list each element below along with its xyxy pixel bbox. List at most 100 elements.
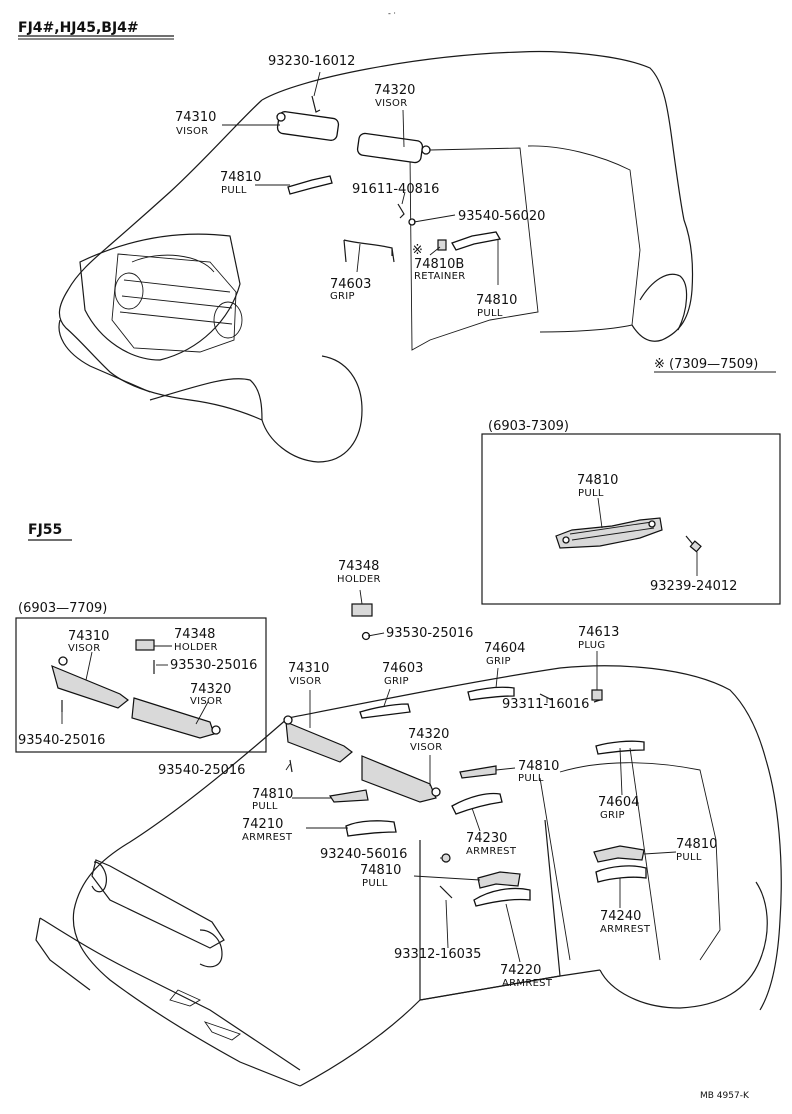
label-74810-a: 74810 bbox=[220, 170, 261, 185]
top-section-header: FJ4#,HJ45,BJ4# bbox=[18, 20, 139, 36]
screw-93230-16012 bbox=[311, 95, 321, 113]
top-leaders bbox=[222, 71, 499, 285]
label-74810-d-pull: PULL bbox=[362, 878, 388, 889]
box-visor-range: (6903—7709) bbox=[18, 601, 107, 616]
label-91611-40816: 91611-40816 bbox=[352, 182, 439, 197]
label-74220-armrest: ARMREST bbox=[502, 978, 553, 989]
label-inset-74348-holder: HOLDER bbox=[174, 642, 218, 653]
label-74604-b-grip: GRIP bbox=[600, 810, 625, 821]
armrest-74230 bbox=[451, 792, 503, 815]
label-74310-visor: VISOR bbox=[176, 126, 208, 137]
visor-74310-inset bbox=[51, 664, 129, 709]
label-74810-a: 74810 bbox=[518, 759, 559, 774]
pull-74810-top bbox=[287, 175, 333, 195]
bottom-section-header: FJ55 bbox=[28, 522, 62, 538]
label-74810-b-pull: PULL bbox=[477, 308, 503, 319]
label-74810-a-pull: PULL bbox=[221, 185, 247, 196]
top-corner-mark: - · bbox=[388, 9, 396, 18]
label-74613: 74613 bbox=[578, 625, 619, 640]
pull-inset-frame bbox=[481, 433, 781, 605]
label-93540-56020: 93540-56020 bbox=[458, 209, 545, 224]
top-parts bbox=[276, 95, 502, 263]
label-74240-armrest: ARMREST bbox=[600, 924, 651, 935]
label-74810B-retainer: RETAINER bbox=[414, 271, 466, 282]
pull-74810-right bbox=[593, 845, 645, 863]
bottom-leaders bbox=[285, 589, 677, 963]
grip-74604-right bbox=[595, 740, 645, 755]
holder-74348 bbox=[351, 603, 373, 617]
visor-74320 bbox=[361, 755, 437, 803]
pull-inset-box: (6903-7309) 74810 PULL 93239-24012 bbox=[481, 419, 781, 605]
label-93530-25016: 93530-25016 bbox=[386, 626, 473, 641]
pull-74810-lower bbox=[477, 871, 521, 889]
bolt-91611-40816 bbox=[397, 203, 405, 219]
top-labels: 93230-16012 74320 VISOR 74310 VISOR 7481… bbox=[175, 54, 545, 319]
label-74210: 74210 bbox=[242, 817, 283, 832]
visor-74310 bbox=[285, 721, 353, 763]
footer-code: MB 4957-K bbox=[700, 1091, 750, 1101]
label-inset-74320: 74320 bbox=[190, 682, 231, 697]
label-asterisk: ※ bbox=[412, 243, 423, 258]
label-74320-visor: VISOR bbox=[375, 98, 407, 109]
label-inset-93530-25016: 93530-25016 bbox=[170, 658, 257, 673]
label-93230-16012: 93230-16012 bbox=[268, 54, 355, 69]
label-inset-74310: 74310 bbox=[68, 629, 109, 644]
label-74310-visor: VISOR bbox=[289, 676, 321, 687]
label-74603: 74603 bbox=[382, 661, 423, 676]
label-inset-74310-visor: VISOR bbox=[68, 643, 100, 654]
range-note-7309-7509: ※ (7309—7509) bbox=[654, 357, 758, 372]
pull-74810-inset bbox=[555, 517, 663, 549]
label-93540-25016: 93540-25016 bbox=[158, 763, 245, 778]
label-74230: 74230 bbox=[466, 831, 507, 846]
label-74810-c: 74810 bbox=[676, 837, 717, 852]
bolt-93240-56016 bbox=[441, 853, 451, 863]
pull-74810-top-right bbox=[451, 231, 502, 251]
label-box-74810-pull: PULL bbox=[578, 488, 604, 499]
label-74320: 74320 bbox=[374, 83, 415, 98]
label-74810-c-pull: PULL bbox=[676, 852, 702, 863]
label-74240: 74240 bbox=[600, 909, 641, 924]
visor-74310-top bbox=[276, 111, 340, 141]
bottom-vehicle-outline bbox=[35, 665, 782, 1087]
screw-93540-25016 bbox=[289, 759, 293, 773]
label-93240-56016: 93240-56016 bbox=[320, 847, 407, 862]
armrest-74210 bbox=[345, 820, 397, 837]
label-93312-16035: 93312-16035 bbox=[394, 947, 481, 962]
armrest-74220 bbox=[473, 887, 531, 907]
label-74810-b: 74810 bbox=[476, 293, 517, 308]
label-inset-74320-visor: VISOR bbox=[190, 696, 222, 707]
label-93239-24012: 93239-24012 bbox=[650, 579, 737, 594]
grip-74603 bbox=[359, 703, 411, 719]
label-74320: 74320 bbox=[408, 727, 449, 742]
label-inset-74348: 74348 bbox=[174, 627, 215, 642]
label-74810B: 74810B bbox=[414, 257, 464, 272]
armrest-74240 bbox=[595, 865, 647, 883]
visor-74320-top bbox=[356, 132, 424, 164]
label-74603-grip: GRIP bbox=[384, 676, 409, 687]
label-74613-plug: PLUG bbox=[578, 640, 605, 651]
screw-93312-16035 bbox=[439, 885, 453, 899]
visor-inset-box: (6903—7709) 74310 VISOR 74348 HOLDER 935… bbox=[15, 601, 267, 753]
bottom-parts bbox=[283, 603, 647, 907]
top-vehicle-outline bbox=[58, 50, 694, 463]
label-box-74810: 74810 bbox=[577, 473, 618, 488]
label-74210-armrest: ARMREST bbox=[242, 832, 293, 843]
bottom-labels: 74348 HOLDER 93530-25016 74604 GRIP 7461… bbox=[158, 559, 717, 989]
label-74810-a-pull: PULL bbox=[518, 773, 544, 784]
label-93311-16016: 93311-16016 bbox=[502, 697, 589, 712]
label-74310: 74310 bbox=[175, 110, 216, 125]
label-74310: 74310 bbox=[288, 661, 329, 676]
label-inset-93540-25016: 93540-25016 bbox=[18, 733, 105, 748]
visor-hinge-right bbox=[421, 145, 431, 155]
label-74603: 74603 bbox=[330, 277, 371, 292]
box-pull-range: (6903-7309) bbox=[488, 419, 569, 434]
pull-74810-left bbox=[328, 789, 369, 803]
label-74603-grip: GRIP bbox=[330, 291, 355, 302]
label-74220: 74220 bbox=[500, 963, 541, 978]
label-74348: 74348 bbox=[338, 559, 379, 574]
label-74604-a-grip: GRIP bbox=[486, 656, 511, 667]
screw-93311-16016 bbox=[539, 693, 553, 701]
label-74810-b: 74810 bbox=[252, 787, 293, 802]
label-74348-holder: HOLDER bbox=[337, 574, 381, 585]
